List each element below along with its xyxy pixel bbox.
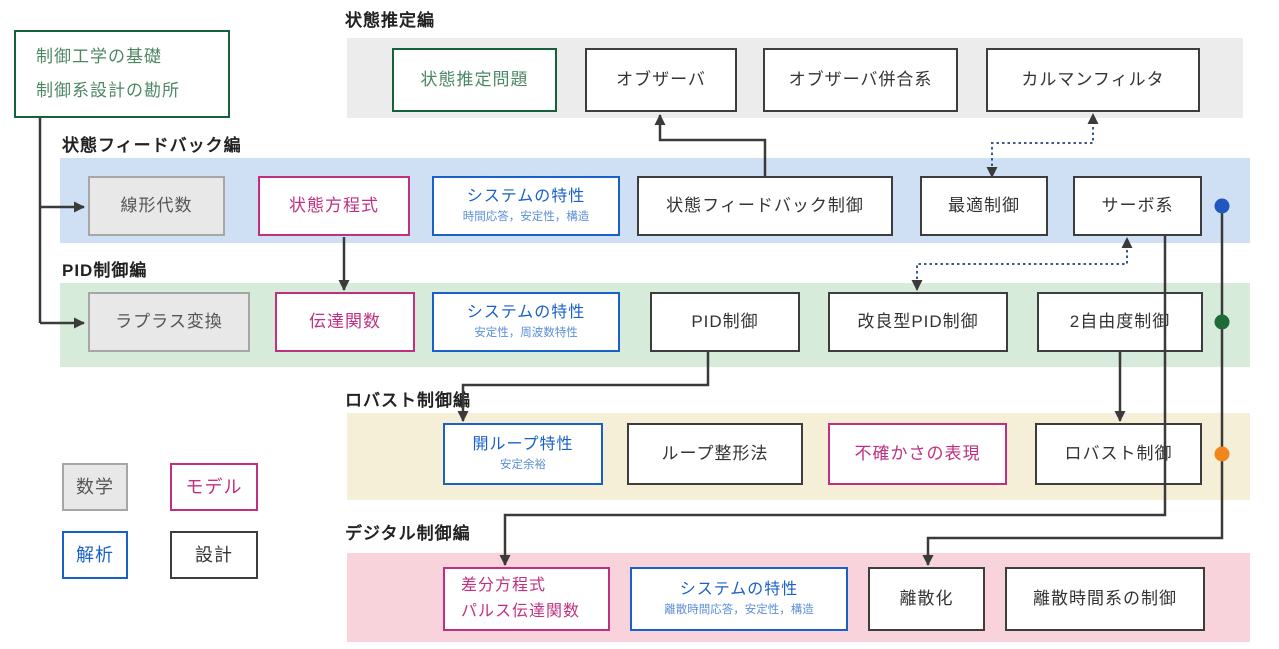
box-loop-shaping: ループ整形法 — [627, 423, 803, 485]
legend-model: モデル — [170, 463, 258, 511]
box-label: 改良型PID制御 — [857, 312, 979, 332]
box-sublabel: 時間応答，安定性，構造 — [462, 211, 590, 224]
legend-math: 数学 — [62, 463, 128, 511]
box-sublabel: 安定余裕 — [500, 459, 546, 472]
box-label: サーボ系 — [1101, 196, 1174, 216]
box-open-loop-properties: 開ループ特性 安定余裕 — [443, 423, 603, 485]
box-label: ループ整形法 — [661, 444, 769, 464]
box-sublabel: 離散時間応答，安定性，構造 — [664, 604, 814, 617]
box-label: 状態推定問題 — [420, 70, 529, 90]
box-label-line2: パルス伝達関数 — [461, 603, 581, 620]
section-label-digital: デジタル制御編 — [345, 524, 471, 543]
box-laplace-transform: ラプラス変換 — [88, 292, 250, 352]
box-servo-system: サーボ系 — [1073, 176, 1202, 236]
box-advanced-pid-control: 改良型PID制御 — [828, 292, 1008, 352]
box-label: 状態方程式 — [289, 196, 379, 216]
box-label: ロバスト制御 — [1064, 444, 1173, 464]
box-label: システムの特性 — [679, 581, 799, 599]
box-label: 離散化 — [899, 589, 954, 609]
box-observer-combined: オブザーバ併合系 — [763, 48, 958, 112]
box-label: 離散時間系の制御 — [1033, 589, 1177, 609]
box-observer: オブザーバ — [585, 48, 737, 112]
box-label: 状態フィードバック制御 — [666, 196, 864, 216]
box-linear-algebra: 線形代数 — [88, 176, 225, 236]
box-transfer-function: 伝達関数 — [275, 292, 415, 352]
box-label: PID制御 — [691, 312, 759, 332]
box-label: システムの特性 — [466, 304, 586, 322]
box-state-equation: 状態方程式 — [258, 176, 410, 236]
box-sublabel: 安定性，周波数特性 — [474, 327, 578, 340]
box-difference-equation: 差分方程式 パルス伝達関数 — [443, 567, 610, 631]
box-two-dof-control: 2自由度制御 — [1037, 292, 1203, 352]
box-label-line1: 差分方程式 — [461, 577, 547, 595]
box-robust-control: ロバスト制御 — [1035, 423, 1202, 485]
box-label: オブザーバ併合系 — [788, 70, 933, 90]
legend-label: 設計 — [195, 544, 233, 565]
box-kalman-filter: カルマンフィルタ — [986, 48, 1200, 112]
box-label: 伝達関数 — [309, 312, 381, 332]
box-uncertainty-representation: 不確かさの表現 — [828, 423, 1007, 485]
box-discrete-time-control: 離散時間系の制御 — [1005, 567, 1205, 631]
box-label: 不確かさの表現 — [854, 444, 981, 464]
root-box-control-basics: 制御工学の基礎 制御系設計の勘所 — [14, 30, 230, 118]
box-system-properties-sf: システムの特性 時間応答，安定性，構造 — [432, 176, 620, 236]
section-label-state-feedback: 状態フィードバック編 — [62, 136, 242, 155]
legend-label: モデル — [185, 476, 243, 497]
box-system-properties-digital: システムの特性 離散時間応答，安定性，構造 — [630, 567, 848, 631]
box-label: 最適制御 — [948, 196, 1020, 216]
box-label: オブザーバ — [616, 70, 706, 90]
box-label: 開ループ特性 — [472, 436, 574, 454]
box-label: ラプラス変換 — [115, 312, 223, 332]
box-label: カルマンフィルタ — [1021, 70, 1165, 90]
root-box-line2: 制御系設計の勘所 — [36, 81, 180, 100]
legend-label: 数学 — [76, 476, 114, 497]
legend-analysis: 解析 — [62, 531, 128, 579]
box-label: システムの特性 — [466, 188, 586, 206]
legend-label: 解析 — [76, 544, 114, 565]
box-state-feedback-control: 状態フィードバック制御 — [637, 176, 893, 236]
box-system-properties-pid: システムの特性 安定性，周波数特性 — [432, 292, 620, 352]
box-optimal-control: 最適制御 — [920, 176, 1048, 236]
section-label-state-estimation: 状態推定編 — [345, 11, 435, 30]
box-pid-control: PID制御 — [650, 292, 800, 352]
legend-design: 設計 — [170, 531, 258, 579]
section-label-pid: PID制御編 — [62, 261, 148, 280]
box-label: 線形代数 — [120, 196, 193, 216]
box-discretization: 離散化 — [868, 567, 985, 631]
root-box-line1: 制御工学の基礎 — [36, 47, 162, 66]
box-label: 2自由度制御 — [1069, 312, 1171, 332]
section-label-robust: ロバスト制御編 — [345, 391, 471, 410]
box-state-estimation-problem: 状態推定問題 — [392, 48, 557, 112]
